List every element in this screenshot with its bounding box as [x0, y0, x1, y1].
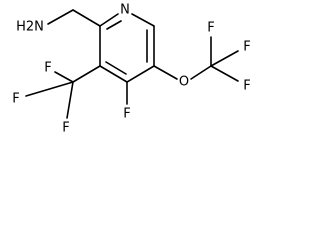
- molecule-structure-diagram: N H2N F F F F O F F F: [12, 3, 250, 136]
- bond-cf3-f-top: [54, 71, 74, 83]
- atom-label-f-bottom-left: F: [62, 121, 69, 136]
- bond-c-f-right-bottom: [210, 65, 239, 82]
- bond-c5-o: [153, 65, 178, 80]
- bonds: [25, 9, 239, 119]
- bond-c4-c3-inner: [105, 61, 127, 75]
- bond-c-f-right-top: [210, 50, 239, 67]
- bond-c2-ch2: [72, 9, 101, 27]
- bond-n1-c6: [131, 13, 155, 27]
- atom-label-n1: N: [120, 3, 130, 18]
- atom-labels: N H2N F F F F O F F F: [12, 3, 250, 136]
- atom-label-amine: H2N: [16, 20, 44, 35]
- bond-cf3-f-bottom: [66, 81, 74, 119]
- bond-n1-c2-inner: [106, 20, 122, 30]
- bond-c2-n1: [99, 13, 119, 27]
- atom-label-f-top-left: F: [44, 61, 51, 76]
- bond-cf3-f-left: [25, 81, 74, 97]
- atom-label-f-left: F: [12, 92, 19, 107]
- bond-c3-cf3: [72, 65, 101, 83]
- atom-label-f-ocf3-right-bottom: F: [243, 79, 250, 94]
- atom-label-f-ocf3-right-top: F: [243, 40, 250, 55]
- bond-ch2-n: [47, 9, 74, 25]
- atom-label-f-ring: F: [123, 107, 130, 122]
- bond-c4-c3: [99, 65, 128, 83]
- atom-label-o: O: [179, 75, 189, 90]
- atom-label-f-ocf3-top: F: [207, 21, 214, 36]
- bond-c5-c4: [126, 65, 155, 83]
- bond-o-c: [190, 65, 212, 80]
